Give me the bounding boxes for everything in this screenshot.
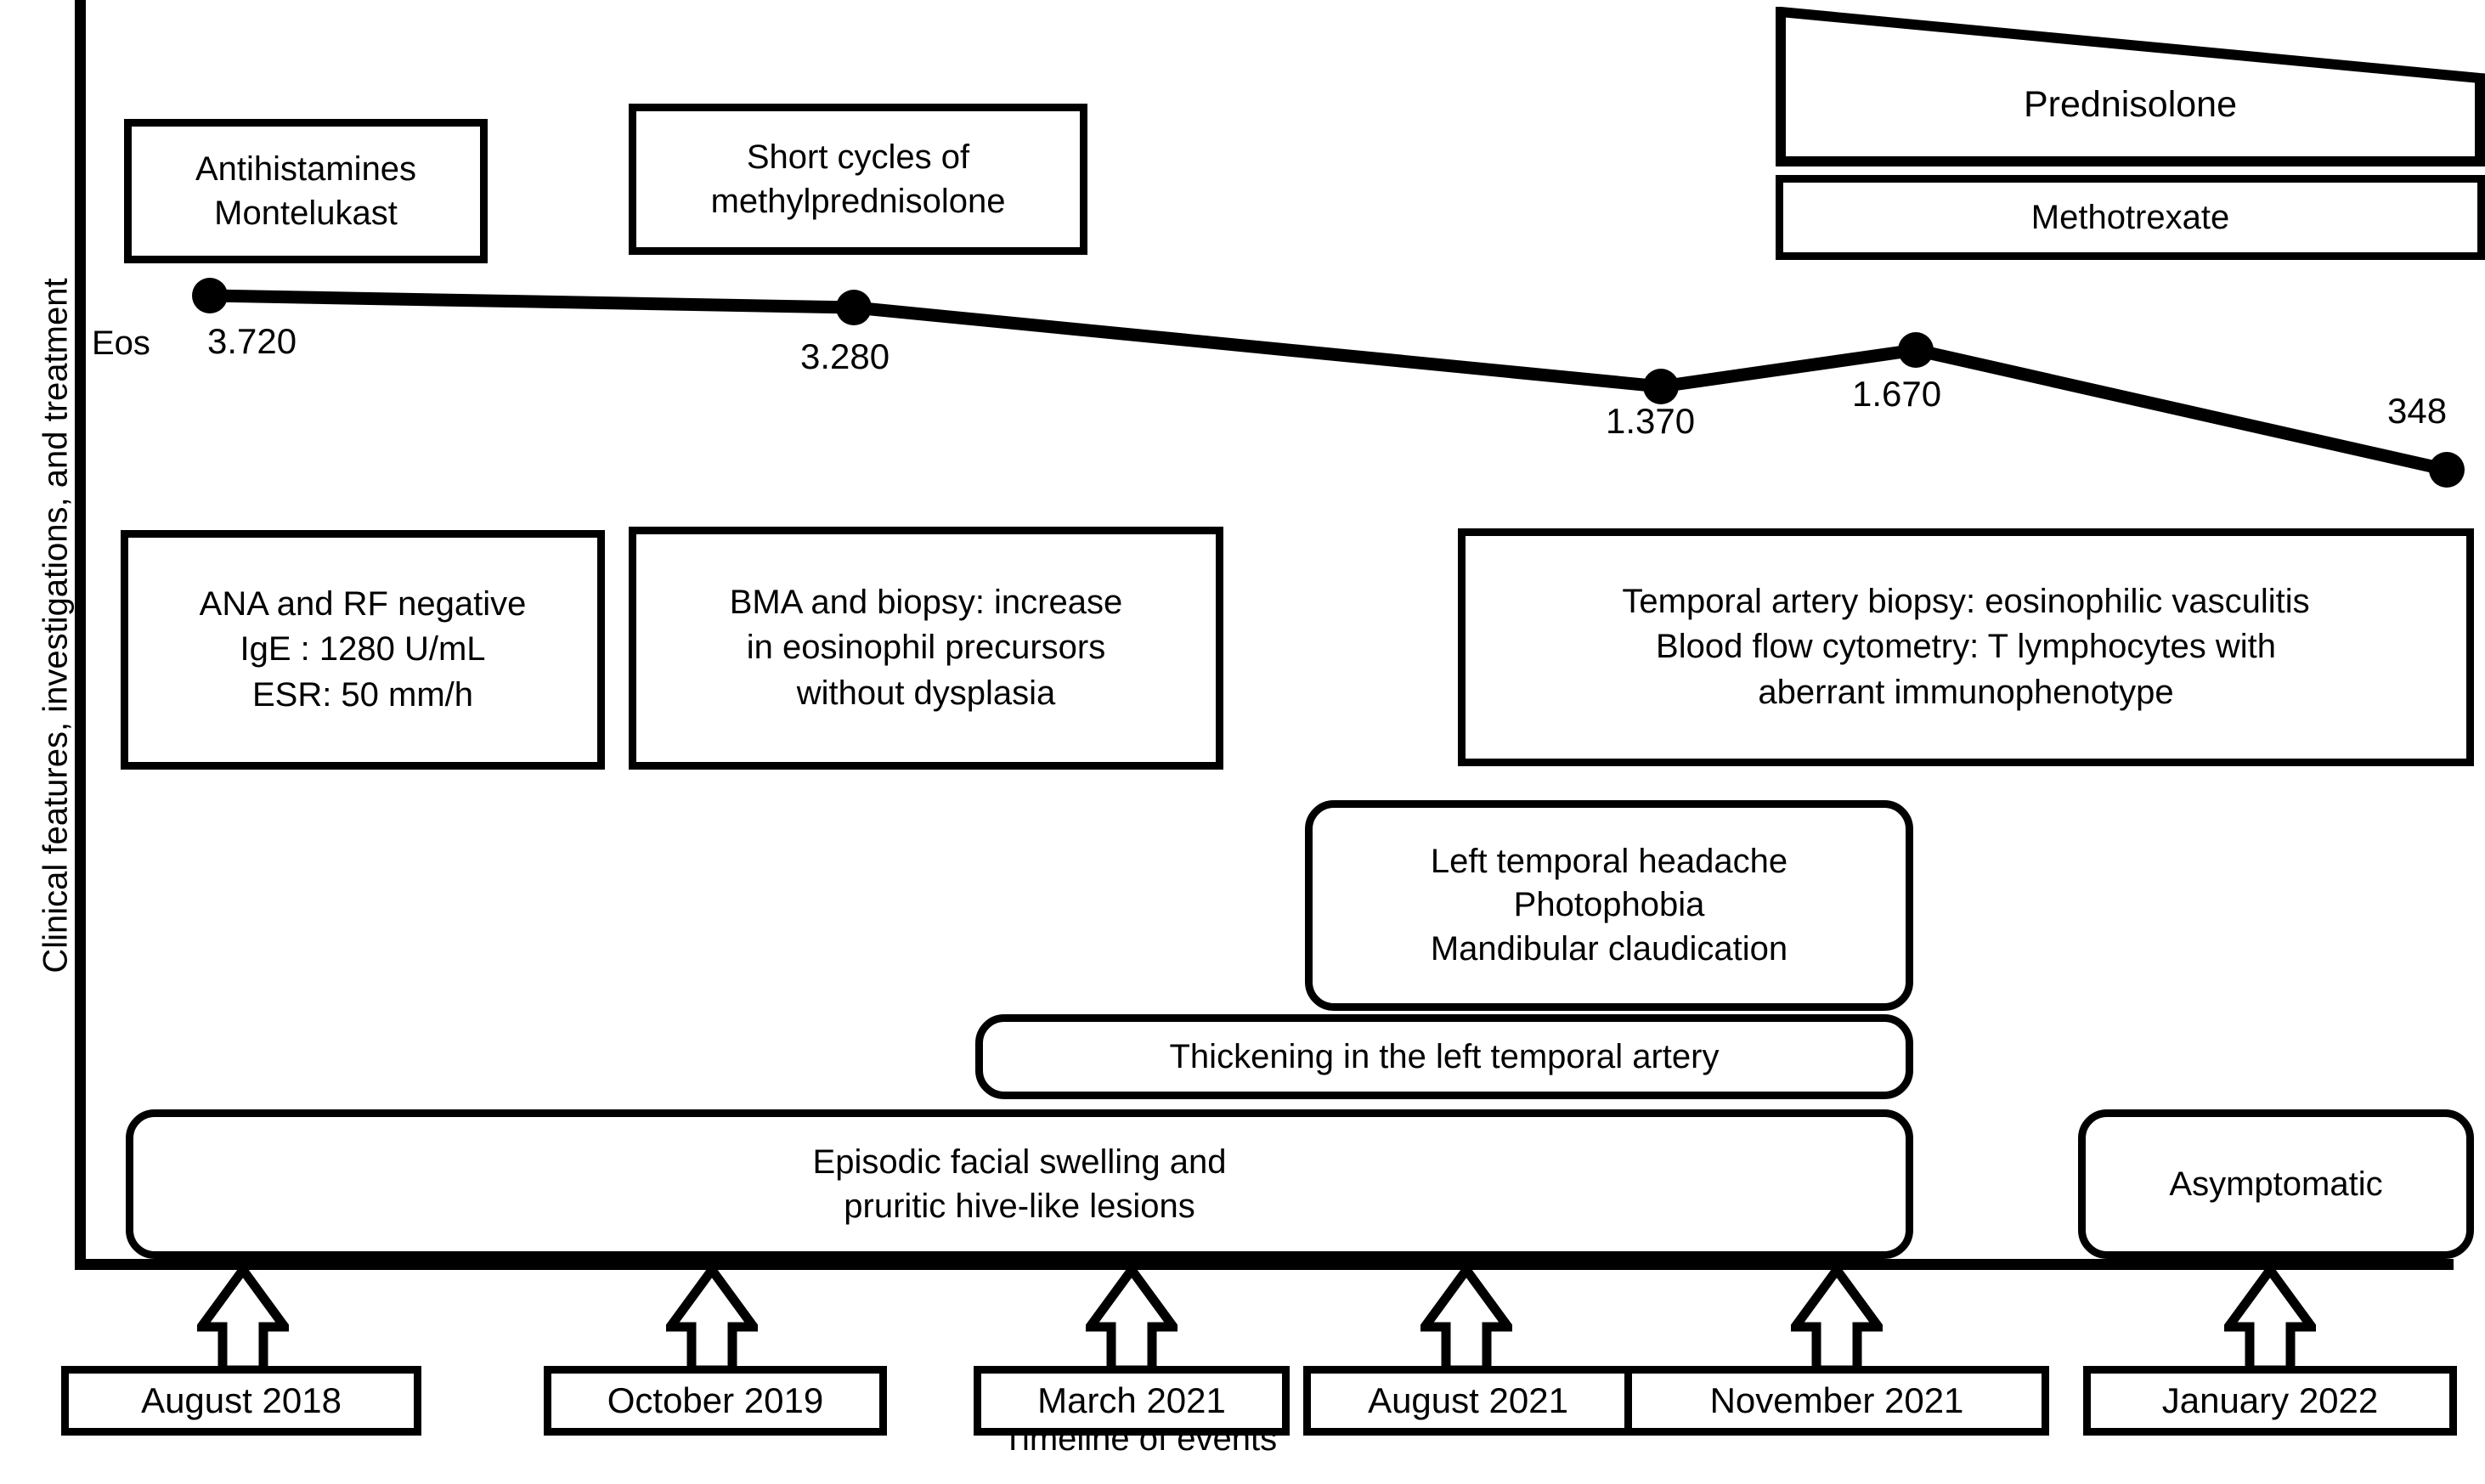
- prednisolone-label: Prednisolone: [2023, 83, 2237, 125]
- temporal-biopsy-line-2: Blood flow cytometry: T lymphocytes with: [1656, 628, 2276, 666]
- methotrexate-label: Methotrexate: [2030, 199, 2230, 236]
- headache-line-1: Left temporal headache: [1430, 843, 1788, 881]
- date-arrow-january-2022: [2224, 1267, 2316, 1373]
- date-label-august-2018: August 2018: [141, 1380, 342, 1420]
- ana-rf-line-1: ANA and RF negative: [199, 584, 527, 623]
- thickening-box: Thickening in the left temporal artery: [975, 1014, 1913, 1099]
- eos-value-label-4: 1.670: [1852, 374, 1942, 414]
- temporal-biopsy-line-3: aberrant immunophenotype: [1758, 673, 2174, 711]
- swelling-line-2: pruritic hive-like lesions: [844, 1188, 1195, 1225]
- prednisolone-wedge: Prednisolone: [1776, 7, 2485, 166]
- antihistamines-line-1: Antihistamines: [195, 150, 417, 188]
- date-arrow-march-2021: [1086, 1267, 1178, 1373]
- date-box-august-2018[interactable]: August 2018: [61, 1366, 421, 1436]
- ana-rf-box: ANA and RF negative IgE : 1280 U/mL ESR:…: [121, 530, 605, 770]
- date-box-october-2019[interactable]: October 2019: [544, 1366, 887, 1436]
- bma-biopsy-line-2: in eosinophil precursors: [746, 629, 1106, 667]
- date-box-august-2021[interactable]: August 2021: [1303, 1366, 1633, 1436]
- date-box-march-2021[interactable]: March 2021: [974, 1366, 1290, 1436]
- eos-value-label-3: 1.370: [1606, 401, 1696, 441]
- date-label-january-2022: January 2022: [2161, 1380, 2379, 1420]
- methylprednisolone-line-2: methylprednisolone: [710, 183, 1006, 220]
- thickening-label: Thickening in the left temporal artery: [1169, 1038, 1720, 1075]
- y-axis-label: Clinical features, investigations, and t…: [37, 278, 75, 973]
- headache-line-3: Mandibular claudication: [1430, 929, 1788, 968]
- date-arrow-november-2021: [1791, 1267, 1883, 1373]
- eos-value-label-2: 3.280: [800, 336, 890, 376]
- date-label-august-2021: August 2021: [1368, 1380, 1568, 1420]
- methylprednisolone-line-1: Short cycles of: [746, 138, 970, 176]
- methotrexate-box: Methotrexate: [1776, 175, 2485, 260]
- x-axis-line: [75, 1259, 2454, 1270]
- date-box-november-2021[interactable]: November 2021: [1624, 1366, 2049, 1436]
- swelling-line-1: Episodic facial swelling and: [812, 1143, 1227, 1181]
- temporal-biopsy-line-1: Temporal artery biopsy: eosinophilic vas…: [1622, 582, 2310, 620]
- ana-rf-line-2: IgE : 1280 U/mL: [240, 630, 486, 669]
- bma-biopsy-line-1: BMA and biopsy: increase: [729, 583, 1123, 621]
- asymptomatic-label: Asymptomatic: [2169, 1165, 2383, 1203]
- swelling-box: Episodic facial swelling and pruritic hi…: [126, 1109, 1913, 1259]
- antihistamines-box: Antihistamines Montelukast: [124, 119, 488, 263]
- date-arrow-august-2018: [197, 1267, 289, 1373]
- eos-value-label-1: 3.720: [207, 321, 297, 361]
- ana-rf-line-3: ESR: 50 mm/h: [251, 675, 474, 714]
- date-arrow-august-2021: [1420, 1267, 1512, 1373]
- headache-box: Left temporal headache Photophobia Mandi…: [1305, 800, 1913, 1011]
- date-label-october-2019: October 2019: [607, 1380, 824, 1420]
- temporal-artery-biopsy-box: Temporal artery biopsy: eosinophilic vas…: [1458, 528, 2474, 766]
- y-axis-line: [75, 0, 86, 1270]
- antihistamines-line-2: Montelukast: [214, 195, 398, 232]
- date-arrow-october-2019: [666, 1267, 758, 1373]
- methylprednisolone-box: Short cycles of methylprednisolone: [629, 104, 1087, 255]
- date-label-november-2021: November 2021: [1709, 1380, 1964, 1420]
- eos-series-label: Eos: [92, 324, 150, 362]
- eos-value-label-5: 348: [2387, 391, 2448, 431]
- bma-biopsy-line-3: without dysplasia: [796, 674, 1056, 712]
- bma-biopsy-box: BMA and biopsy: increase in eosinophil p…: [629, 527, 1223, 770]
- date-label-march-2021: March 2021: [1037, 1380, 1226, 1420]
- asymptomatic-box: Asymptomatic: [2078, 1109, 2474, 1259]
- date-box-january-2022[interactable]: January 2022: [2083, 1366, 2457, 1436]
- headache-line-2: Photophobia: [1513, 886, 1705, 924]
